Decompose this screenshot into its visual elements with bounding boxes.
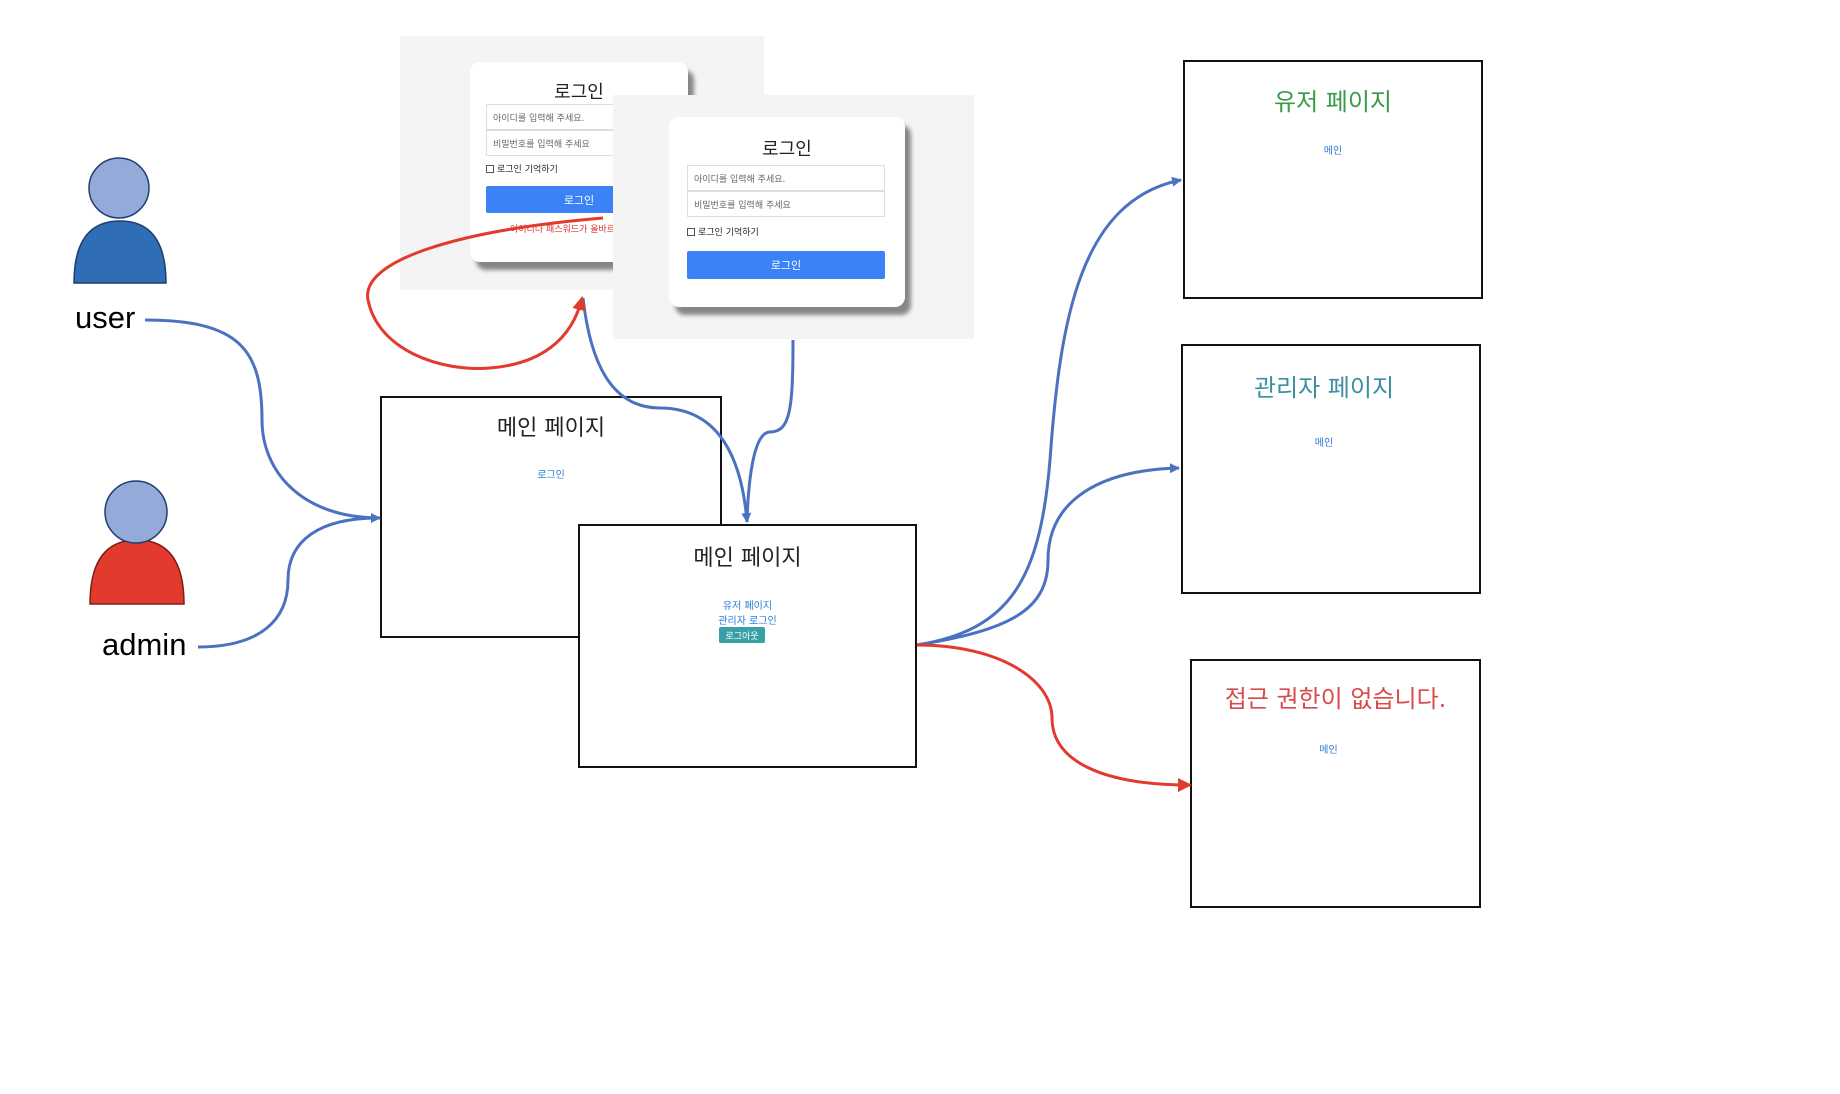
admin-actor-icon (89, 480, 185, 605)
main-link[interactable]: 메인 (1319, 745, 1338, 756)
login-card: 로그인 아이디를 입력해 주세요. 비밀번호를 입력해 주세요 로그인 기억하기… (669, 117, 905, 307)
arrow-main-to-user-page (916, 176, 1182, 647)
arrow-admin-to-main (197, 516, 379, 649)
login-title: 로그인 (762, 139, 812, 160)
remember-label: 로그인 기억하기 (497, 165, 558, 175)
user-actor-icon (73, 157, 167, 284)
id-field[interactable]: 아이디를 입력해 주세요. (687, 165, 885, 191)
login-screenshot: 로그인 아이디를 입력해 주세요. 비밀번호를 입력해 주세요 로그인 기억하기… (613, 95, 974, 339)
page-title: 접근 권한이 없습니다. (1224, 685, 1447, 713)
remember-label: 로그인 기억하기 (698, 228, 759, 238)
login-link[interactable]: 로그인 (537, 470, 565, 481)
arrow-main-to-access-denied (916, 643, 1192, 792)
checkbox-icon[interactable] (687, 227, 695, 236)
admin-login-link[interactable]: 관리자 로그인 (718, 616, 777, 627)
admin-actor-head (104, 480, 168, 544)
user-actor-head (88, 157, 150, 219)
main-page-logged-in: 메인 페이지 유저 페이지 관리자 로그인 로그아웃 (578, 524, 917, 768)
main-page-guest: 메인 페이지 로그인 (380, 396, 722, 638)
access-denied-page: 접근 권한이 없습니다. 메인 (1190, 659, 1481, 908)
user-label: user (75, 300, 136, 335)
login-title: 로그인 (554, 82, 604, 103)
admin-page: 관리자 페이지 메인 (1181, 344, 1481, 594)
remember-checkbox[interactable]: 로그인 기억하기 (486, 162, 558, 175)
admin-label: admin (102, 627, 187, 662)
checkbox-icon[interactable] (486, 164, 494, 173)
page-title: 메인 페이지 (496, 416, 606, 441)
arrow-login-retry (366, 216, 604, 370)
user-page: 유저 페이지 메인 (1183, 60, 1483, 299)
user-actor-body (73, 220, 167, 284)
page-title: 메인 페이지 (693, 546, 802, 571)
arrow-main-to-admin-page (916, 463, 1180, 647)
main-link[interactable]: 메인 (1314, 438, 1334, 449)
login-button[interactable]: 로그인 (687, 251, 885, 279)
main-link[interactable]: 메인 (1323, 146, 1343, 157)
user-page-link[interactable]: 유저 페이지 (722, 601, 773, 612)
arrow-login-to-main (745, 339, 795, 523)
page-title: 유저 페이지 (1273, 88, 1393, 116)
remember-checkbox[interactable]: 로그인 기억하기 (687, 225, 759, 238)
page-title: 관리자 페이지 (1253, 374, 1395, 402)
password-field[interactable]: 비밀번호를 입력해 주세요 (687, 191, 885, 217)
arrow-login-failed-to-main (581, 297, 752, 523)
logout-button[interactable]: 로그아웃 (719, 627, 765, 643)
login-error-message: 아이디나 패스워드가 올바르지 (510, 225, 624, 235)
arrow-user-to-main (144, 318, 381, 523)
